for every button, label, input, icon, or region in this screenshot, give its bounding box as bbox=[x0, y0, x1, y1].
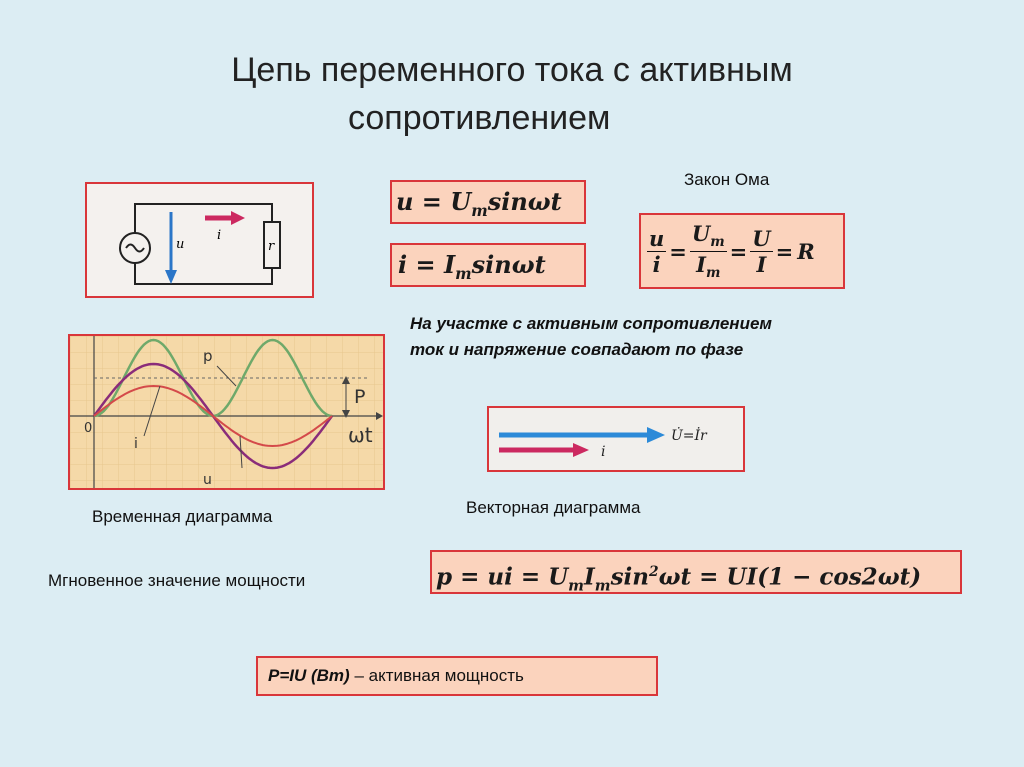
circuit-resistor-label: r bbox=[268, 239, 275, 254]
zero-label: 0 bbox=[84, 421, 92, 436]
voltage-formula: u = Umsinωt bbox=[390, 180, 586, 224]
circuit-diagram: i u r bbox=[85, 182, 314, 298]
current-formula: i = Imsinωt bbox=[390, 243, 586, 287]
time-diagram-caption: Временная диаграмма bbox=[92, 507, 273, 526]
active-power-formula: P=IU (Вт) bbox=[268, 666, 350, 685]
active-power-box: P=IU (Вт) – активная мощность bbox=[256, 656, 658, 696]
p-label: p bbox=[203, 347, 213, 365]
phase-note-line2: ток и напряжение совпадают по фазе bbox=[410, 340, 744, 359]
phase-note-line1: На участке с активным сопротивлением bbox=[410, 314, 772, 333]
circuit-current-label: i bbox=[217, 228, 221, 243]
resistor-icon bbox=[263, 221, 281, 269]
vector-diagram-caption: Векторная диаграмма bbox=[466, 498, 641, 517]
page-title-line2: сопротивлением bbox=[348, 99, 611, 137]
power-caption: Мгновенное значение мощности bbox=[48, 571, 306, 590]
u-label: u bbox=[203, 472, 212, 488]
omega-t-label: ωt bbox=[348, 423, 373, 447]
P-label: P bbox=[354, 386, 365, 408]
current-curve bbox=[93, 384, 333, 448]
vector-i-label: i bbox=[601, 444, 605, 460]
time-diagram-plot: p P i u 0 ωt bbox=[70, 336, 383, 488]
page-title-line1: Цепь переменного тока с активным bbox=[231, 51, 793, 89]
circuit-voltage-label: u bbox=[176, 237, 184, 252]
circuit-schematic: i u r bbox=[119, 203, 281, 285]
power-formula: p = ui = UmImsin2ωt = UI(1 − cos2ωt) bbox=[430, 550, 962, 594]
i-label: i bbox=[134, 436, 138, 452]
ohm-law-caption: Закон Ома bbox=[684, 170, 770, 189]
vector-diagram-plot: U̇=İr i bbox=[499, 426, 708, 460]
vector-diagram: U̇=İr i bbox=[487, 406, 745, 472]
active-power-text: – активная мощность bbox=[349, 666, 524, 685]
time-diagram: p P i u 0 ωt bbox=[68, 334, 385, 490]
vector-u-label: U̇=İr bbox=[671, 426, 708, 444]
